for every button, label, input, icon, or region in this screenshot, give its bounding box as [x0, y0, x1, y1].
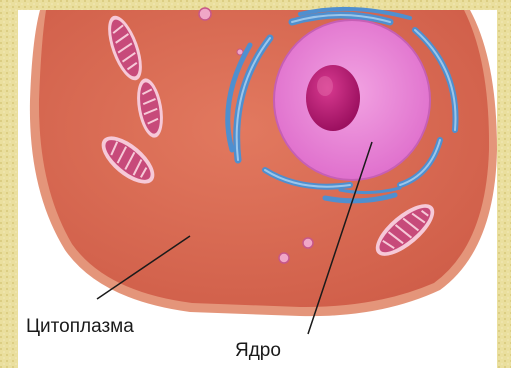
- cytoplasm: [39, 10, 489, 307]
- border-texture-right: [497, 0, 511, 368]
- nucleus-label: Ядро: [235, 340, 281, 362]
- border-texture-left: [0, 0, 18, 368]
- cytoplasm-label: Цитоплазма: [26, 316, 134, 338]
- border-texture-top: [0, 0, 511, 10]
- nucleolus: [306, 65, 360, 131]
- nucleolus-highlight: [317, 76, 333, 96]
